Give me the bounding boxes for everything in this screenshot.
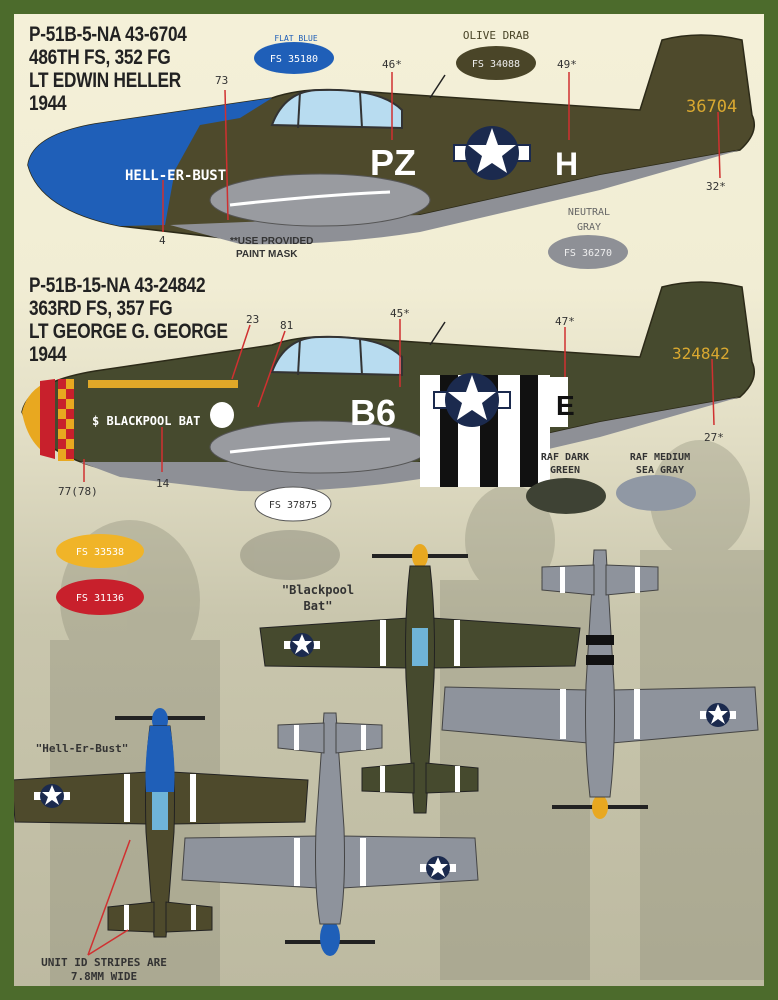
- topview-heller-lower: [181, 712, 479, 956]
- swatch-flat-blue: [254, 42, 334, 74]
- aircraft-title-heller: P-51B-5-NA 43-6704 486TH FS, 352 FG LT E…: [29, 23, 187, 115]
- decal-sheet: HELL-ER-BUST PZ H 36704 73 46* 49* 32* 4…: [14, 14, 764, 986]
- note-line: **USE PROVIDED: [230, 236, 313, 247]
- topview-blackpool-lower: [441, 549, 759, 819]
- aircraft-title-george: P-51B-15-NA 43-24842 363RD FS, 357 FG LT…: [29, 274, 228, 366]
- swatch-code: FS 35180: [270, 54, 318, 65]
- topview-heller-upper: [14, 708, 309, 938]
- callout: 23: [246, 313, 259, 326]
- color-swatches: FLAT BLUE FS 35180 OLIVE DRAB FS 34088 N…: [56, 29, 696, 615]
- tail-serial: 36704: [686, 97, 737, 117]
- swatch-raf-medium-sea-gray: [616, 475, 696, 511]
- swatch-label: GREEN: [550, 465, 580, 476]
- stripe-pointers: [87, 839, 131, 956]
- profile-heller: HELL-ER-BUST PZ H 36704 73 46* 49* 32* 4…: [27, 34, 755, 260]
- title-line: 1944: [29, 92, 67, 115]
- swatch-yellow: [56, 534, 144, 568]
- canopy: [270, 88, 403, 130]
- footnote-line: UNIT ID STRIPES ARE: [41, 956, 167, 969]
- footnote-line: 7.8MM WIDE: [71, 970, 137, 983]
- title-line: 486TH FS, 352 FG: [29, 46, 171, 69]
- swatch-label: RAF MEDIUM: [630, 452, 690, 463]
- swatch-neutral-gray: [548, 235, 628, 269]
- topview-label: "Blackpool: [282, 583, 354, 597]
- swatch-code: FS 33538: [76, 547, 124, 558]
- swatch-label: RAF DARK: [541, 452, 589, 463]
- swatch-white: [254, 486, 332, 522]
- wing: [209, 420, 431, 474]
- swatch-code: FS 36270: [564, 248, 612, 259]
- callout: 73: [215, 74, 228, 87]
- callout: 4: [159, 234, 166, 247]
- individual-letter: E: [556, 390, 575, 421]
- belly-gray: [80, 397, 740, 492]
- canopy: [270, 335, 403, 377]
- title-line: 363RD FS, 357 FG: [29, 297, 173, 320]
- callout: 46*: [382, 58, 402, 71]
- callout: 77(78): [58, 485, 98, 498]
- note-line: PAINT MASK: [236, 249, 298, 260]
- swatch-label: OLIVE DRAB: [463, 29, 530, 42]
- callout: 32*: [706, 180, 726, 193]
- swatch-red: [56, 579, 144, 615]
- swatch-code: FS 34088: [472, 59, 520, 70]
- topview-label: Bat": [304, 599, 333, 613]
- swatch-olive-drab: [456, 46, 536, 80]
- callout: 49*: [557, 58, 577, 71]
- swatch-label: FLAT BLUE: [274, 34, 318, 43]
- code-letters: B6: [350, 392, 396, 433]
- artwork: HELL-ER-BUST PZ H 36704 73 46* 49* 32* 4…: [14, 29, 764, 986]
- swatch-raf-dark-green: [526, 478, 606, 514]
- nose-art-text: HELL-ER-BUST: [125, 168, 226, 184]
- callout: 81: [280, 319, 293, 332]
- profile-george: E $ BLACKPOOL BAT B6 324842 23 81 45* 47…: [21, 281, 755, 498]
- blue-nose: [28, 98, 272, 226]
- title-line: LT GEORGE G. GEORGE: [29, 320, 228, 343]
- individual-letter: H: [555, 146, 578, 182]
- swatch-label: NEUTRAL: [568, 207, 610, 218]
- code-letters: PZ: [370, 142, 416, 183]
- title-line: 1944: [29, 343, 67, 366]
- tail-serial: 324842: [672, 344, 730, 363]
- callout: 47*: [555, 315, 575, 328]
- swatch-label: GRAY: [577, 222, 601, 233]
- swatch-label: SEA GRAY: [636, 465, 684, 476]
- callout: 27*: [704, 431, 724, 444]
- title-line: P-51B-5-NA 43-6704: [29, 23, 187, 46]
- callout: 45*: [390, 307, 410, 320]
- topview-label: "Hell-Er-Bust": [36, 742, 129, 755]
- nose-art-text: $ BLACKPOOL BAT: [92, 414, 200, 428]
- wing: [209, 173, 431, 227]
- title-line: P-51B-15-NA 43-24842: [29, 274, 206, 297]
- swatch-code: FS 37875: [269, 500, 317, 511]
- topview-blackpool-upper: [259, 544, 581, 814]
- swatch-code: FS 31136: [76, 593, 124, 604]
- callout: 14: [156, 477, 170, 490]
- title-line: LT EDWIN HELLER: [29, 69, 181, 92]
